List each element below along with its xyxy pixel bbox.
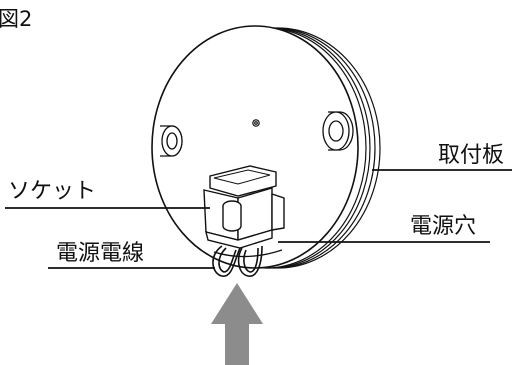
socket-label: ソケット — [8, 179, 96, 204]
socket-top-cap-edge — [213, 169, 271, 185]
insert-direction-arrow — [211, 283, 263, 365]
power-hole-slot — [213, 249, 283, 258]
power-hole-label: 電源穴 — [410, 214, 476, 239]
center-pin-inner — [254, 121, 258, 125]
socket-top-cap — [209, 165, 277, 197]
wire-loop-right-outer — [237, 245, 263, 277]
center-pin — [252, 119, 260, 127]
right-boss-hole — [328, 120, 344, 142]
socket — [203, 165, 285, 249]
wire-loop-right-inner — [243, 247, 259, 273]
power-wire-label: 電源電線 — [56, 241, 144, 266]
socket-inner-body — [222, 206, 242, 232]
wire-loop-left-inner — [218, 247, 237, 273]
leader-lines — [5, 169, 512, 269]
right-screw-boss — [322, 111, 354, 151]
mounting-plate-label: 取付板 — [438, 143, 504, 168]
figure-title: 図2 — [0, 7, 32, 31]
left-screw-boss — [160, 125, 183, 157]
left-boss-hole — [166, 132, 178, 150]
socket-bottom-lip — [205, 229, 273, 249]
center-pin-outer — [252, 119, 260, 127]
wire-loop-left-outer — [212, 245, 241, 277]
power-wire — [212, 245, 263, 277]
socket-side-tab — [271, 193, 285, 231]
